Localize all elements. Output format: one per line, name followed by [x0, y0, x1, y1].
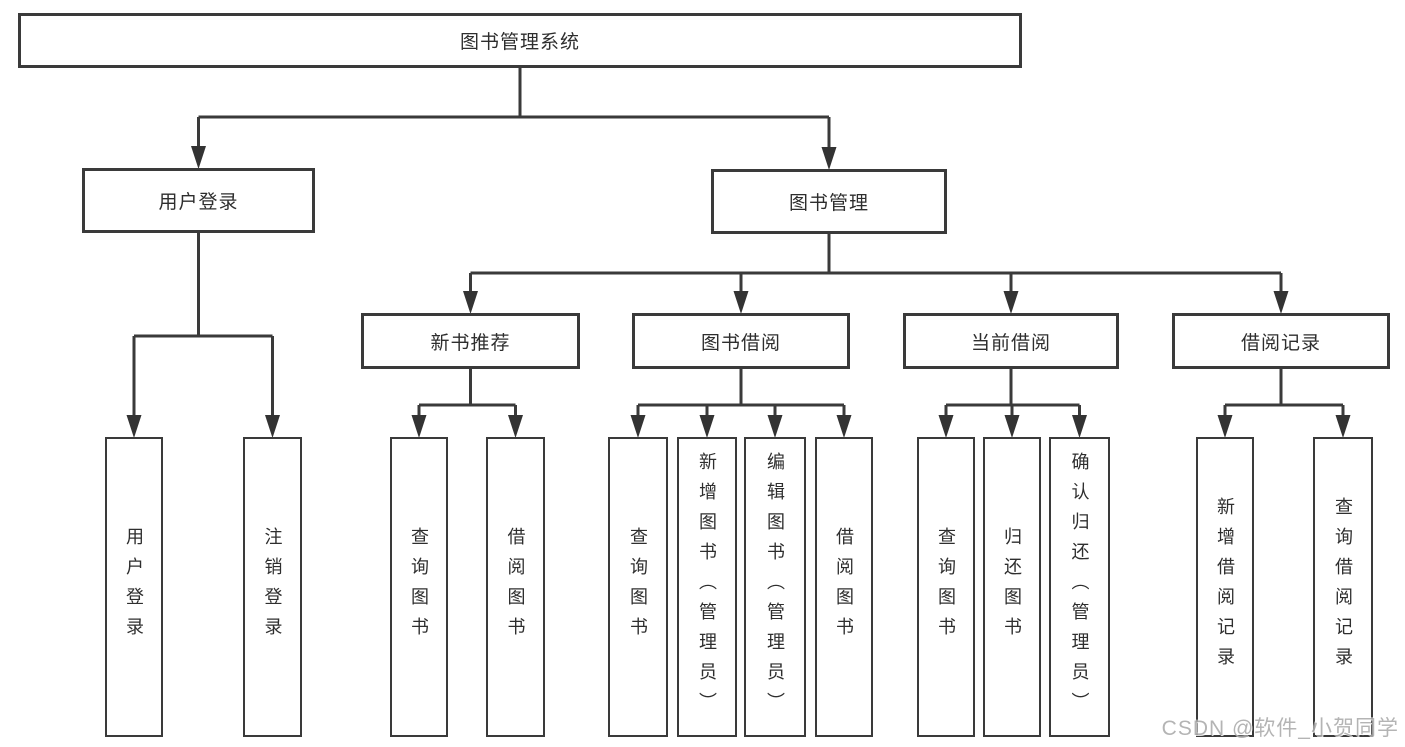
node-label-leaf-user-login: 用户登录	[124, 527, 144, 647]
node-leaf-borrow-book-1: 借阅图书	[486, 437, 545, 737]
csdn-watermark: CSDN @软件_小贺同学	[1161, 717, 1399, 740]
node-label-leaf-query-book-1: 查询图书	[409, 527, 429, 647]
connector-lines	[132, 68, 1345, 419]
node-label-user-login: 用户登录	[158, 192, 239, 213]
node-label-leaf-return-book: 归还图书	[1002, 527, 1022, 647]
node-leaf-borrow-book-2: 借阅图书	[815, 437, 873, 737]
node-borrow-records: 借阅记录	[1172, 313, 1390, 369]
node-current-borrow: 当前借阅	[903, 313, 1119, 369]
node-label-root: 图书管理系统	[459, 32, 580, 53]
node-leaf-query-book-3: 查询图书	[917, 437, 975, 737]
node-label-current-borrow: 当前借阅	[970, 332, 1051, 354]
node-leaf-confirm-return: 确认归还（管理员）	[1049, 437, 1110, 737]
node-book-borrow: 图书借阅	[632, 313, 850, 369]
node-new-book-rec: 新书推荐	[361, 313, 580, 369]
node-label-leaf-logout: 注销登录	[262, 527, 283, 647]
node-leaf-logout: 注销登录	[243, 437, 302, 737]
arrowhead-icons	[126, 146, 1351, 438]
node-leaf-add-book: 新增图书（管理员）	[677, 437, 737, 737]
node-label-new-book-rec: 新书推荐	[430, 332, 511, 354]
node-leaf-query-book-2: 查询图书	[608, 437, 668, 737]
node-label-leaf-query-book-2: 查询图书	[628, 527, 648, 647]
node-leaf-query-book-1: 查询图书	[390, 437, 448, 737]
node-label-borrow-records: 借阅记录	[1240, 332, 1321, 354]
node-label-leaf-add-book: 新增图书（管理员）	[697, 452, 717, 722]
node-leaf-add-record: 新增借阅记录	[1196, 437, 1254, 737]
node-leaf-edit-book: 编辑图书（管理员）	[744, 437, 806, 737]
node-user-login: 用户登录	[82, 168, 315, 233]
node-leaf-return-book: 归还图书	[983, 437, 1041, 737]
node-label-book-mgmt: 图书管理	[788, 193, 869, 214]
node-book-mgmt: 图书管理	[711, 169, 947, 234]
node-label-leaf-query-book-3: 查询图书	[936, 527, 956, 647]
node-label-leaf-add-record: 新增借阅记录	[1215, 497, 1235, 677]
node-leaf-user-login: 用户登录	[105, 437, 163, 737]
node-label-leaf-borrow-book-2: 借阅图书	[834, 527, 854, 647]
node-label-leaf-query-record: 查询借阅记录	[1333, 497, 1353, 677]
node-root: 图书管理系统	[18, 13, 1022, 68]
node-label-leaf-edit-book: 编辑图书（管理员）	[765, 452, 785, 722]
node-leaf-query-record: 查询借阅记录	[1313, 437, 1373, 737]
node-label-leaf-borrow-book-1: 借阅图书	[505, 527, 526, 647]
node-label-leaf-confirm-return: 确认归还（管理员）	[1069, 452, 1090, 722]
node-label-book-borrow: 图书借阅	[700, 332, 781, 354]
